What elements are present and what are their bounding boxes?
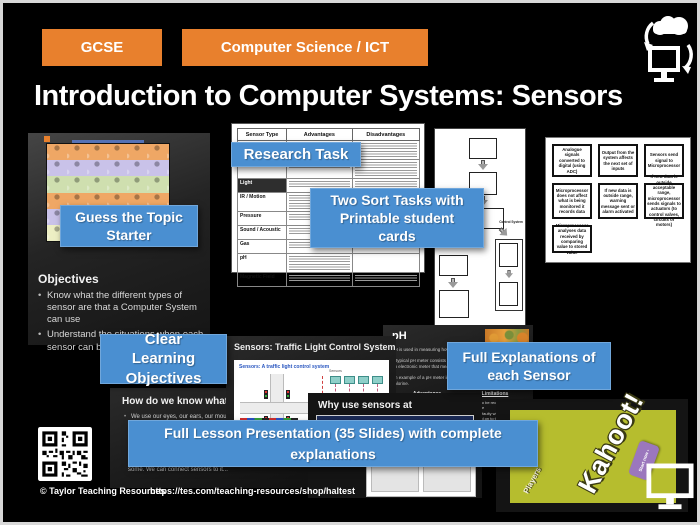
sensors-label: Sensors — [329, 369, 342, 373]
qr-code — [38, 427, 92, 481]
sensor-box — [330, 376, 341, 384]
sort-card: Microprocessor does not affect what is b… — [552, 183, 592, 219]
slide-corner-dot — [44, 136, 50, 142]
footer-copyright: © Taylor Teaching Resources — [40, 486, 166, 496]
road — [240, 402, 318, 414]
traffic-light-icon — [264, 390, 268, 399]
badge-subject: Computer Science / ICT — [182, 29, 428, 66]
connector-line — [377, 384, 378, 396]
sensor-box — [372, 376, 383, 384]
players-label: Players — [521, 465, 543, 496]
sensor-box — [344, 376, 355, 384]
flow-box — [499, 282, 518, 306]
column-header: Disadvantages — [351, 128, 421, 141]
footer-url: https://tes.com/teaching-resources/shop/… — [150, 486, 356, 496]
tessellation-caption — [72, 140, 144, 143]
how-slide-closing: some. We can connect sensors to it... — [128, 467, 228, 473]
banner-clear-objectives: Clear Learning Objectives — [100, 331, 227, 387]
objectives-heading: Objectives — [38, 272, 99, 286]
banner-full-lesson-line2: explanations — [290, 445, 376, 462]
sensor-box — [358, 376, 369, 384]
flow-box — [439, 255, 468, 276]
why-slide-title: Why use sensors at — [318, 400, 412, 411]
sort-card: Output from the system affects the next … — [598, 144, 638, 177]
table-row: Magnetic Field — [236, 272, 421, 287]
connector-line — [363, 384, 364, 396]
banner-full-lesson: Full Lesson Presentation (35 Slides) wit… — [128, 420, 538, 467]
flow-box — [439, 290, 469, 318]
column-header: Advantages — [286, 128, 353, 141]
limitations-heading: Limitations — [481, 391, 509, 397]
sort-card: If new data is outside range, warning me… — [598, 183, 638, 219]
control-system-label: Control System — [499, 220, 523, 224]
how-slide-bullet: We use our eyes, our ears, our mouth, ou… — [124, 414, 336, 420]
kahoot-logo: Kahoot! — [572, 387, 650, 499]
sort-card: Analogue signals converted to digital (u… — [552, 144, 592, 177]
sort-card: If new data is outside acceptable range,… — [644, 174, 684, 227]
connector-line — [349, 384, 350, 396]
column-header: Sensor Type — [236, 128, 288, 141]
objective-item: Know what the different types of sensor … — [38, 290, 206, 326]
flow-arrow — [448, 278, 458, 289]
traffic-light-icon — [286, 390, 290, 399]
traffic-panel-title: Sensors: A traffic light control system — [239, 364, 330, 370]
sort-card: Sensors send signal to Microprocessor — [644, 144, 684, 177]
banner-full-lesson-line1: Full Lesson Presentation (35 Slides) wit… — [164, 425, 502, 442]
ph-photo — [485, 329, 529, 344]
sort-card: Microprocessor analyses data received by… — [552, 223, 592, 255]
flow-arrow — [505, 270, 513, 279]
how-slide-title: How do we know what is going on — [122, 396, 285, 407]
banner-research-task: Research Task — [231, 142, 361, 167]
page-title: Introduction to Computer Systems: Sensor… — [34, 80, 623, 112]
flow-box — [499, 243, 518, 267]
banner-sort-tasks: Two Sort Tasks with Printable student ca… — [310, 188, 484, 248]
traffic-slide-title: Sensors: Traffic Light Control System — [234, 342, 396, 352]
table-row: pH — [236, 253, 421, 273]
connector-line — [335, 384, 336, 396]
monitor-icon — [646, 463, 694, 510]
flow-arrow — [478, 160, 488, 171]
banner-guess-topic: Guess the Topic Starter — [60, 205, 198, 247]
badge-gcse: GCSE — [42, 29, 162, 66]
cloud-sync-monitor-icon — [644, 16, 693, 82]
cards-doc: Analogue signals converted to digital (u… — [545, 137, 691, 263]
flow-box — [469, 138, 497, 159]
table-header-row: Sensor Type Advantages Disadvantages — [236, 128, 421, 141]
flow-container — [495, 239, 523, 311]
banner-full-explanations: Full Explanations of each Sensor — [447, 342, 611, 390]
